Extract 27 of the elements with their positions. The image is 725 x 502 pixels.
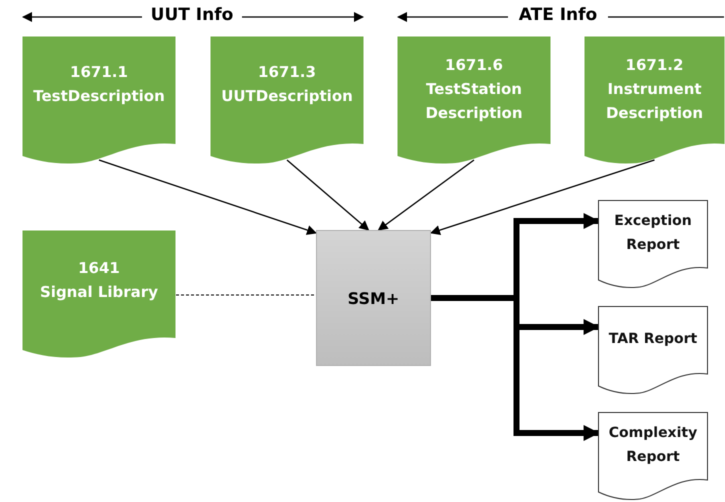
node-text: 1671.6 <box>444 55 504 76</box>
arrow <box>430 159 655 235</box>
arrow <box>286 160 370 231</box>
document-shape <box>210 36 364 166</box>
process-box <box>316 230 431 366</box>
document-shape <box>22 230 176 360</box>
node-text: 1671.1 <box>69 62 129 83</box>
node-text: TestDescription <box>33 86 165 107</box>
node-text: SSM+ <box>348 288 400 308</box>
document-shape <box>397 36 551 166</box>
report-document <box>598 412 708 502</box>
arrow <box>98 159 317 235</box>
node-text: UUTDescription <box>221 86 353 107</box>
node-text: Complexity Report <box>608 424 698 467</box>
node-text: TestStation Description <box>424 79 524 124</box>
document-shape <box>584 36 725 166</box>
node-text: TAR Report <box>608 330 698 349</box>
node-text: Exception Report <box>613 212 693 255</box>
arrow <box>378 159 474 231</box>
node-text: 1671.3 <box>257 62 317 83</box>
document-shape <box>22 36 176 166</box>
node-text: 1641 <box>77 258 121 279</box>
node-text: Signal Library <box>40 282 158 303</box>
report-document <box>598 306 708 396</box>
report-document <box>598 200 708 290</box>
node-text: 1671.2 <box>624 55 684 76</box>
node-text: Instrument Description <box>604 79 704 124</box>
